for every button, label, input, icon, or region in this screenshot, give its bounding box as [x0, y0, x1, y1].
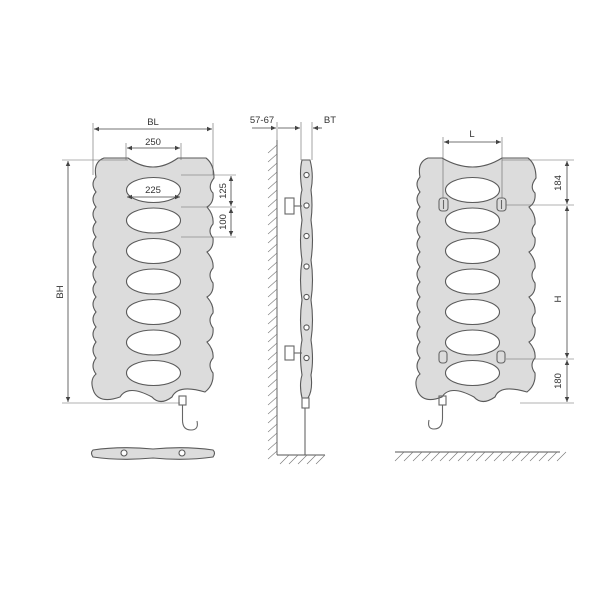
dimension-bt-label: BT — [324, 115, 336, 126]
dimension-rear-top-label: 184 — [553, 175, 564, 191]
oval-hole — [444, 268, 501, 295]
dimension-hole-width-label: 225 — [145, 185, 161, 196]
side-radiator-profile — [299, 159, 314, 399]
oval-hole — [125, 237, 182, 265]
fixing-dot — [303, 263, 310, 270]
top-view — [90, 447, 216, 460]
oval-hole — [125, 207, 182, 234]
dimension-bh-label: BH — [55, 285, 66, 298]
fixing-dot — [303, 293, 310, 301]
dimension-span-label: 250 — [145, 137, 161, 148]
fixing-dot — [303, 171, 310, 179]
top-view-body — [90, 447, 216, 460]
valve-hook-icon — [178, 395, 198, 431]
dimension-wall-distance-label: 57-67 — [250, 115, 274, 126]
wall-hatching — [267, 144, 326, 465]
dimension-pitch-label: 100 — [218, 214, 229, 230]
fixing-dot — [303, 202, 310, 209]
oval-hole — [444, 176, 501, 204]
oval-hole — [444, 359, 501, 387]
dimension-rear-bottom-label: 180 — [553, 373, 564, 389]
oval-hole — [125, 298, 182, 326]
side-view: 57-67 BT — [250, 115, 336, 465]
rear-hole-grid — [444, 176, 501, 387]
fixing-dot — [303, 354, 310, 362]
oval-hole — [125, 359, 182, 387]
dimension-bl-label: BL — [147, 117, 159, 128]
rear-view: L 184 H 180 — [394, 129, 574, 462]
dimension-h-label: H — [553, 295, 564, 302]
floor-hatching — [394, 451, 567, 462]
oval-hole — [444, 329, 501, 356]
oval-hole — [444, 207, 501, 234]
oval-hole — [125, 268, 182, 295]
fixing-dot — [303, 324, 310, 331]
oval-hole — [125, 329, 182, 356]
oval-hole — [444, 237, 501, 265]
side-fixing-points — [303, 171, 310, 362]
oval-hole — [444, 298, 501, 326]
dimension-offset-label: 125 — [218, 183, 229, 199]
wall-bracket-icon — [284, 197, 302, 361]
front-view: BL 250 225 BH 125 100 — [55, 117, 236, 431]
fixing-dot — [303, 232, 310, 240]
front-hole-grid — [125, 176, 182, 387]
dimension-l-label: L — [469, 129, 474, 140]
mounting-tab-icon — [438, 197, 507, 364]
